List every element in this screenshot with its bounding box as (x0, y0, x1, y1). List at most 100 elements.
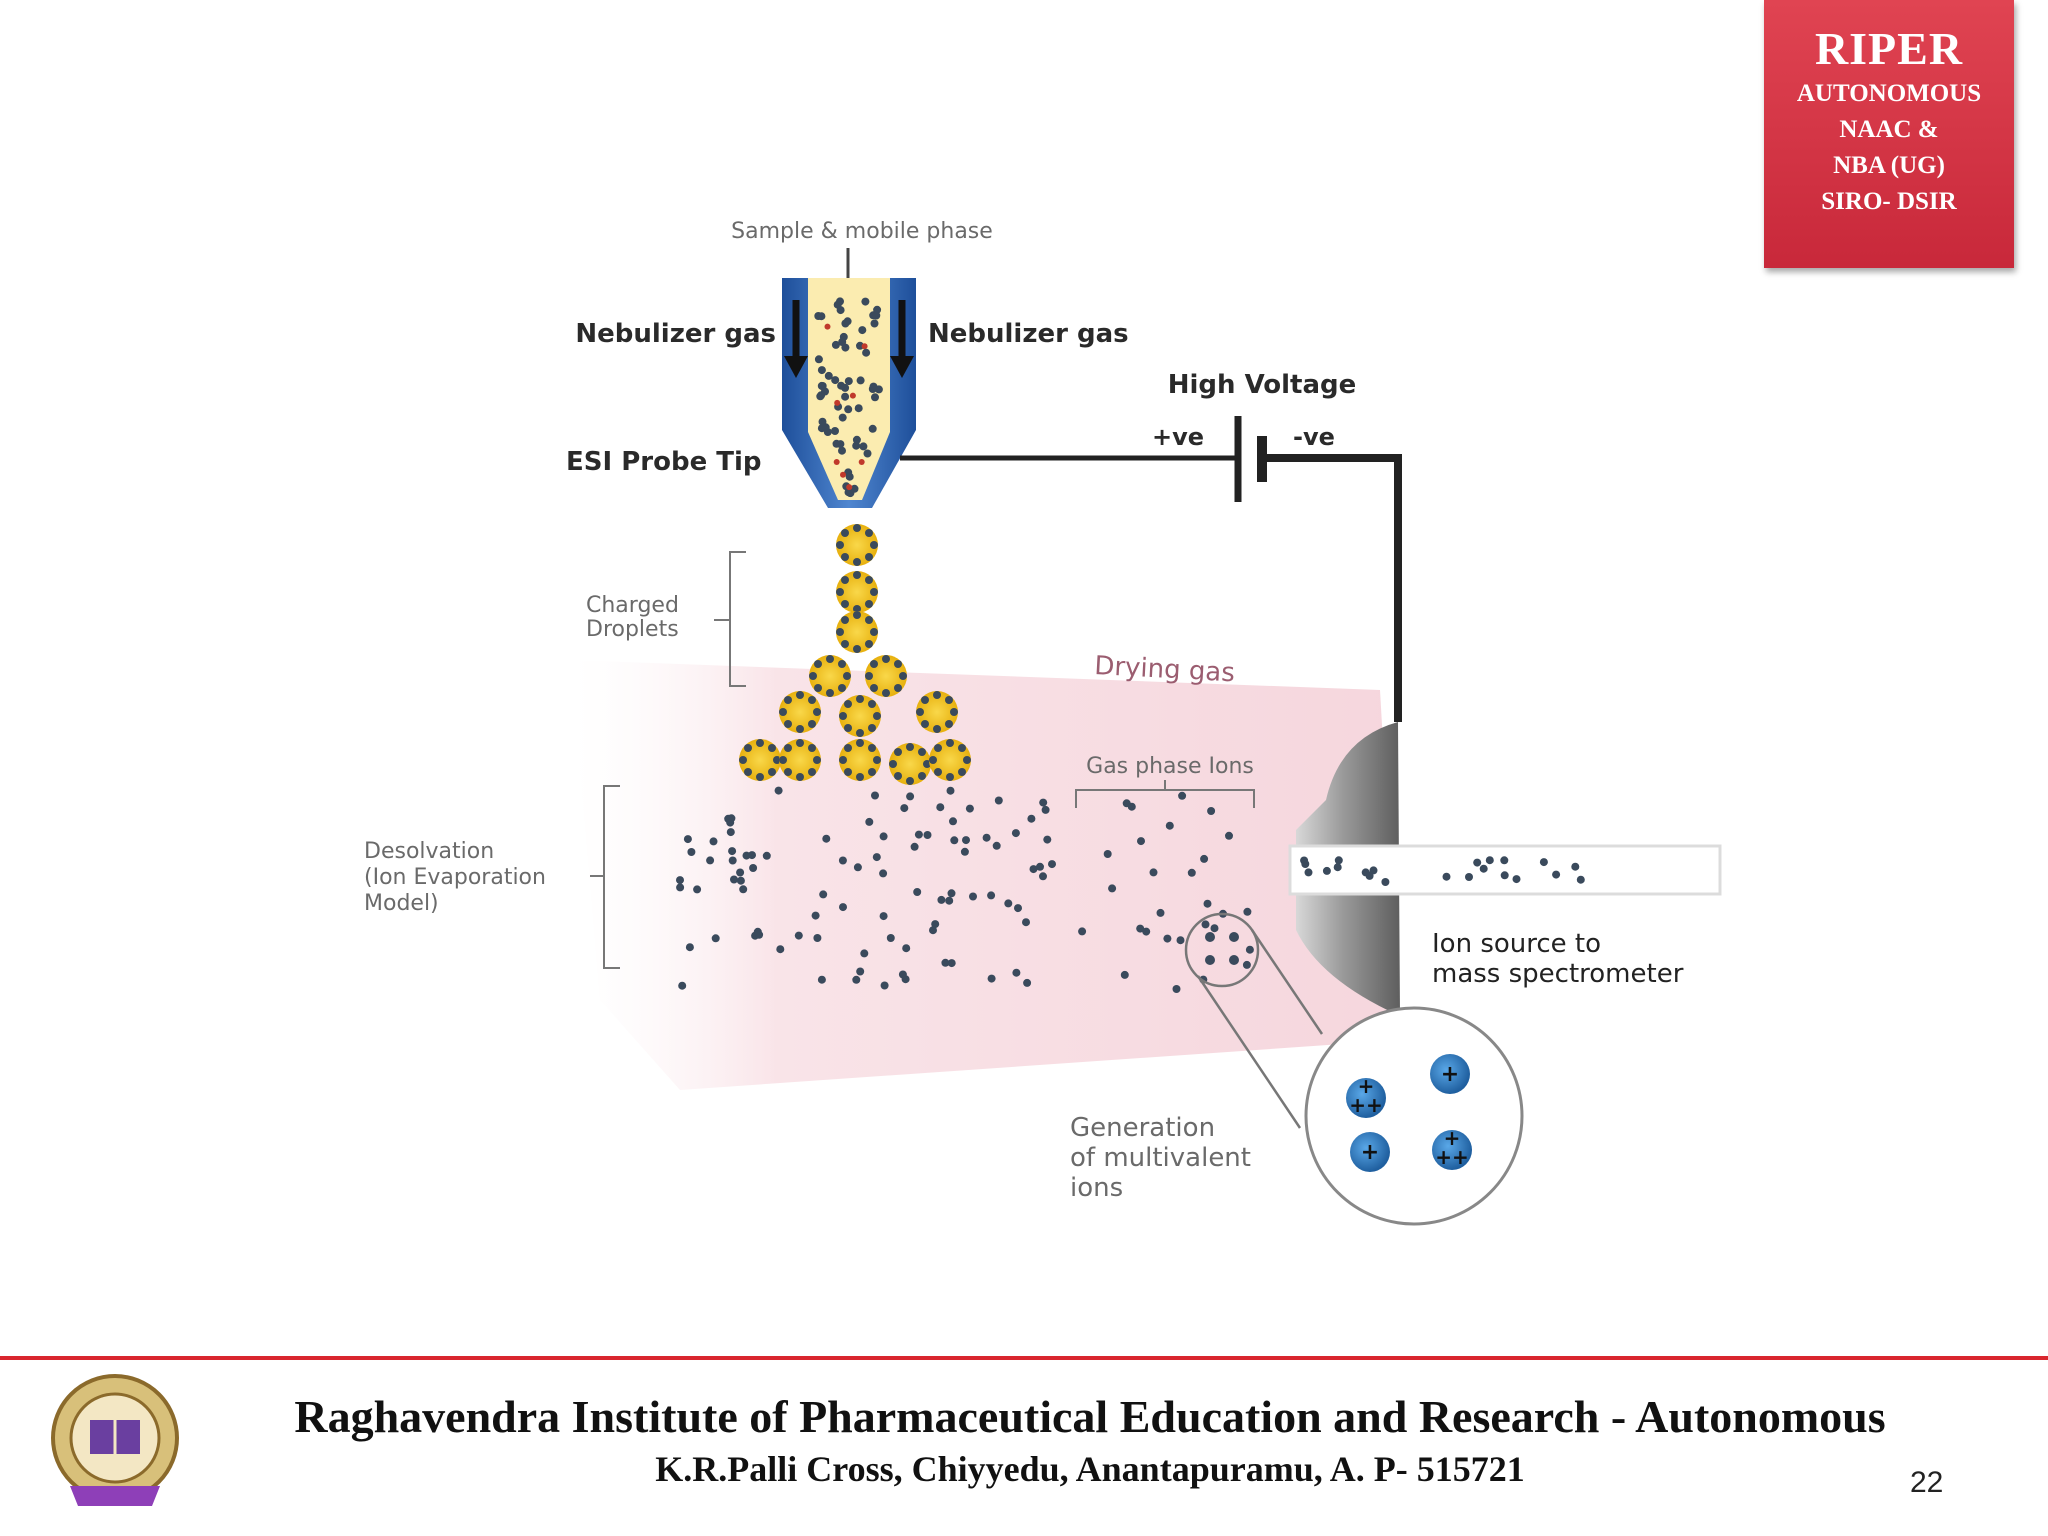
gas-phase-ion (1201, 920, 1210, 929)
droplet-ion (808, 696, 816, 704)
droplet-ion (838, 660, 846, 668)
magnifier-line-top (1250, 929, 1324, 1035)
droplet-ion (814, 684, 822, 692)
gas-phase-ion (853, 863, 862, 872)
gas-phase-ion (1149, 868, 1158, 877)
droplet-ion (841, 553, 849, 561)
gas-phase-ion (1029, 865, 1038, 874)
probe-ion (836, 440, 845, 449)
drying-gas-label: Drying gas (1094, 651, 1236, 688)
gas-phase-ion (1245, 945, 1254, 954)
gas-phase-ion (1242, 960, 1251, 969)
tube-ion (1473, 858, 1482, 867)
badge-line-naac: NAAC & (1839, 116, 1939, 143)
gas-phase-ion (902, 944, 911, 953)
probe-ion (846, 489, 855, 498)
gas-phase-ion (1023, 978, 1032, 987)
capillary-tube (1288, 844, 1722, 896)
gas-phase-ion (872, 853, 881, 862)
droplet-ion (784, 696, 792, 704)
charged-droplets-label-1: Charged (586, 593, 679, 618)
tube-ion (1442, 872, 1451, 881)
tube-ion (1381, 878, 1390, 886)
droplet-ion (796, 725, 804, 733)
droplet-ion (796, 739, 804, 747)
droplet-ion (906, 743, 914, 751)
charge-sign: ++ (1435, 1145, 1469, 1169)
probe-ion (849, 392, 856, 399)
gas-phase-ion (685, 943, 694, 952)
ion-source-label-2: mass spectrometer (1432, 959, 1684, 989)
droplet-ion (856, 739, 864, 747)
droplet-ion (838, 684, 846, 692)
multivalent-label-2: of multivalent (1070, 1143, 1251, 1173)
multivalent-label-3: ions (1070, 1173, 1123, 1203)
gas-phase-ion (994, 796, 1003, 805)
gas-phase-ion (947, 959, 956, 968)
probe-ion (845, 472, 854, 481)
gas-phase-ion (1172, 985, 1181, 993)
gas-phase-ion (683, 835, 692, 844)
droplet-ion (744, 744, 752, 752)
gas-phase-ion (960, 847, 969, 856)
gas-phase-ion (1136, 924, 1145, 933)
tube-ion (1552, 870, 1561, 879)
gas-phase-ion (728, 847, 737, 856)
gas-phase-ion (811, 911, 820, 920)
droplet-ion (836, 588, 844, 596)
droplet-ion (889, 760, 897, 768)
gas-phase-ion (1165, 821, 1174, 830)
institute-logo (51, 1374, 179, 1506)
institute-name: Raghavendra Institute of Pharmaceutical … (294, 1391, 1886, 1442)
gas-phase-ion (1207, 807, 1216, 815)
probe-ion (858, 326, 867, 335)
droplet-ion (963, 756, 971, 764)
esi-diagram: Sample & mobile phase Nebulizer gas Nebu… (364, 219, 1722, 1226)
nebulizer-right-label: Nebulizer gas (928, 319, 1129, 349)
probe-ion (844, 405, 853, 414)
gas-phase-ion (1036, 862, 1044, 871)
droplet-ion (853, 558, 861, 566)
multivalent-ion (1346, 1078, 1386, 1118)
nebulizer-left-label: Nebulizer gas (575, 319, 776, 349)
institute-address: K.R.Palli Cross, Chiyyedu, Anantapuramu,… (655, 1449, 1525, 1489)
droplet-ion (882, 689, 890, 697)
gas-phase-ion (1014, 904, 1022, 913)
gas-phase-ion (879, 832, 888, 841)
gas-phase-ion (1108, 884, 1117, 893)
probe-ion (834, 399, 841, 406)
gas-phase-ion (687, 848, 696, 856)
charge-sign: ++ (1349, 1093, 1383, 1117)
tube-ion (1369, 866, 1378, 875)
probe-ion (840, 471, 846, 478)
gas-phase-ion (871, 791, 879, 800)
desolvated-ions (676, 786, 1254, 993)
droplet-ion (841, 616, 849, 624)
gas-phase-ion (726, 828, 735, 837)
gas-phase-ion (860, 949, 869, 958)
droplet-ion (945, 696, 953, 704)
gas-phase-ion (1163, 934, 1172, 943)
multivalent-ion (1432, 1130, 1472, 1170)
multivalent-ion (1430, 1054, 1470, 1094)
gas-phase-ion (962, 836, 970, 845)
multivalent-ion (1350, 1132, 1390, 1172)
droplet-ion (958, 768, 966, 776)
droplet-ion (918, 748, 926, 756)
gas-phase-ion (949, 817, 957, 826)
gas-phase-ion (1137, 837, 1145, 846)
tube-ion (1576, 875, 1585, 884)
gas-phase-ion (762, 851, 771, 860)
droplet-ion (839, 712, 847, 720)
probe-ion (824, 371, 833, 380)
probe-ion (861, 343, 868, 350)
gas-phase-ion (706, 856, 715, 865)
magnifier-small-circle (1184, 912, 1260, 988)
gas-phase-ion (1200, 854, 1209, 863)
droplet-ion (856, 695, 864, 703)
gas-phase-ion (1048, 860, 1056, 869)
gas-phase-ion (1078, 927, 1087, 936)
droplet-ion (865, 600, 873, 608)
gas-phase-ion (676, 876, 684, 885)
magnifier-large-circle (1304, 1006, 1524, 1226)
